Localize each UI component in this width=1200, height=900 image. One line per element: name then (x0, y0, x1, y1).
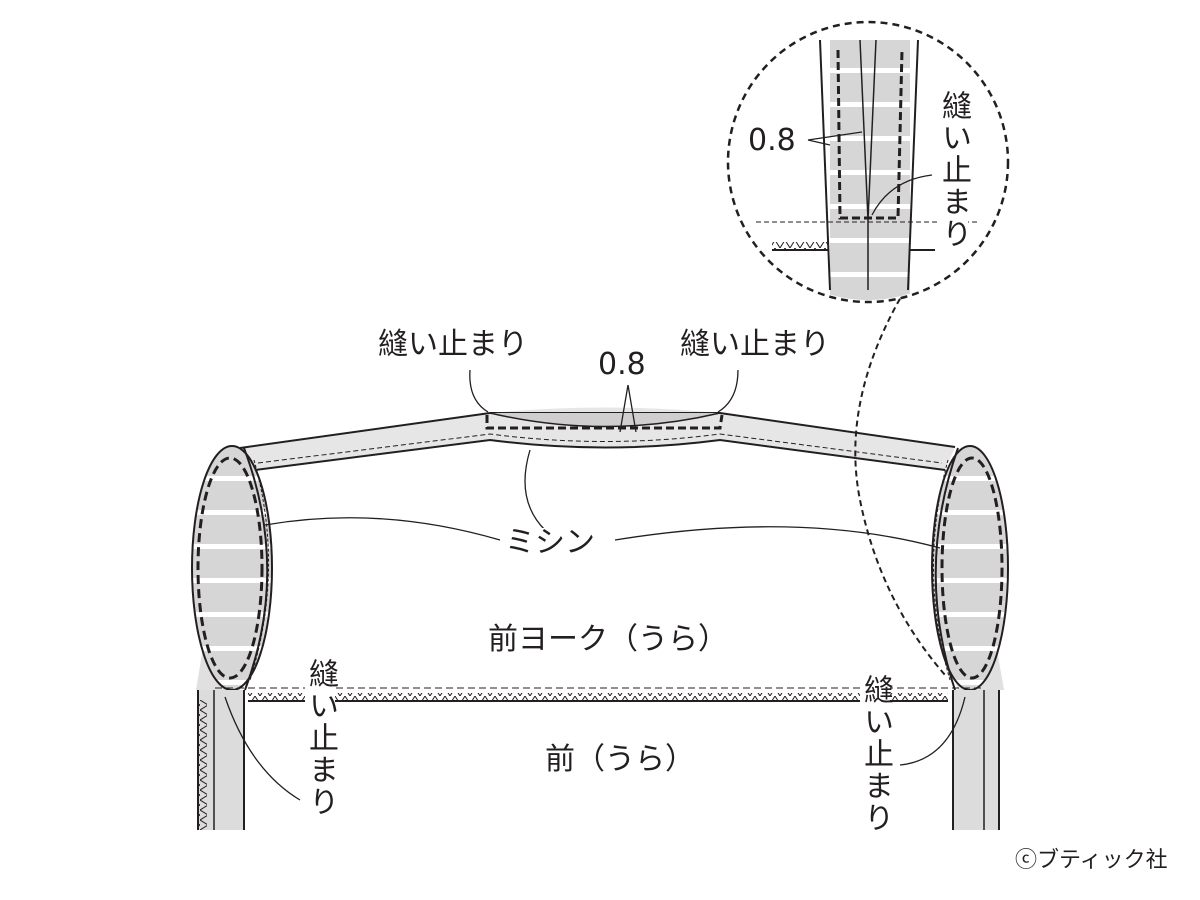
detail-inset (726, 20, 1010, 304)
machine-stitch-label: ミシン (505, 525, 595, 560)
front-left-edge (197, 690, 245, 830)
stop-point-label-left: 縫い止まり (378, 327, 528, 362)
inset-seam-allowance-label: 0.8 (748, 123, 796, 158)
copyright: ⓒブティック社 (1015, 848, 1168, 873)
seam-allowance-label: 0.8 (598, 347, 646, 382)
front-right-edge (952, 690, 1000, 830)
stop-point-vertical-right: 縫い止まり (858, 674, 893, 834)
front-label: 前（うら） (545, 742, 695, 777)
front-yoke-label: 前ヨーク（うら） (488, 622, 728, 657)
leader-lines (224, 289, 966, 801)
left-armhole (191, 445, 273, 691)
stop-point-label-right: 縫い止まり (680, 327, 830, 362)
yoke-band (239, 407, 956, 471)
stop-point-vertical-left: 縫い止まり (303, 658, 338, 818)
right-armhole (931, 445, 1009, 691)
inset-stop-point-label: 縫い止まり (936, 90, 971, 250)
